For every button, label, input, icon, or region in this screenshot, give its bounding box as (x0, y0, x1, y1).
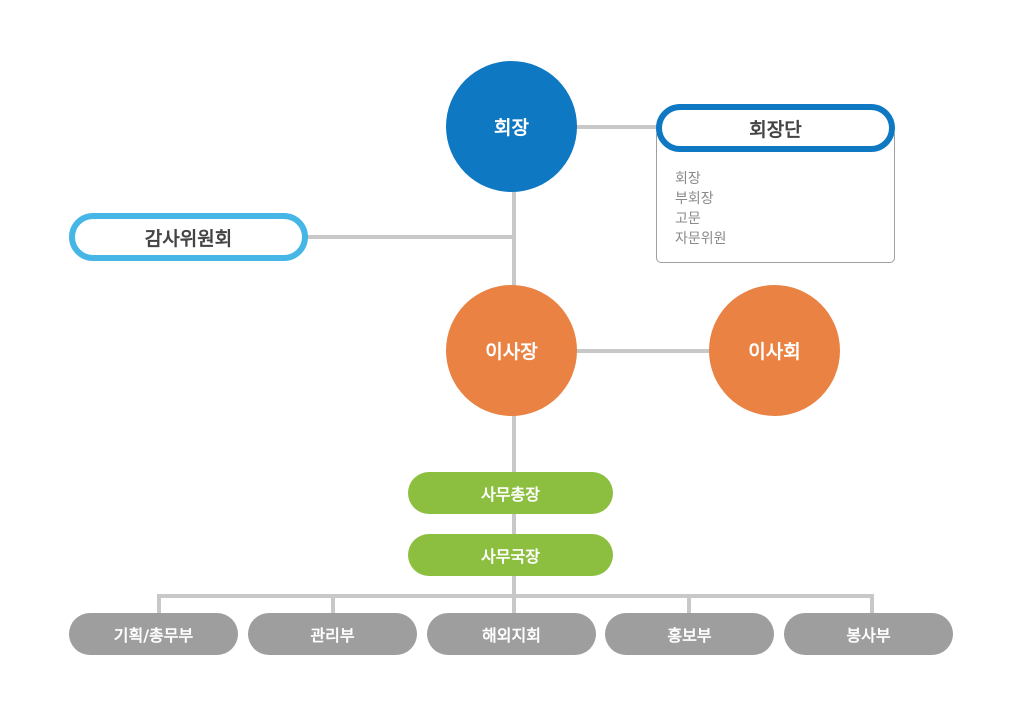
presidency-node: 회장단 (656, 104, 895, 152)
connector-dept-2 (331, 594, 335, 614)
secretariat-director-label: 사무국장 (481, 547, 540, 566)
presidency-member: 회장 (675, 171, 701, 187)
connector-chairman-to-board (576, 349, 710, 353)
presidency-members-list: 회장 부회장 고문 자문위원 (675, 169, 727, 249)
chairman-node: 이사장 (446, 285, 577, 416)
department-public-relations: 홍보부 (605, 613, 774, 655)
secretariat-director-node: 사무국장 (408, 534, 613, 576)
presidency-member: 자문위원 (675, 231, 727, 247)
audit-committee-label: 감사위원회 (144, 227, 233, 250)
president-node: 회장 (446, 61, 577, 192)
presidency-label: 회장단 (749, 118, 802, 141)
secretary-general-label: 사무총장 (481, 485, 540, 504)
department-label: 관리부 (310, 626, 355, 645)
department-management: 관리부 (248, 613, 417, 655)
department-overseas-branch: 해외지회 (427, 613, 596, 655)
president-label: 회장 (494, 117, 529, 139)
board-label: 이사회 (748, 341, 801, 363)
department-label: 봉사부 (846, 626, 891, 645)
connector-dept-5 (870, 594, 874, 614)
department-label: 기획/총무부 (113, 626, 194, 645)
audit-committee-node: 감사위원회 (69, 213, 308, 261)
department-planning-general-affairs: 기획/총무부 (69, 613, 238, 655)
connector-president-to-presidency (576, 125, 658, 129)
chairman-label: 이사장 (485, 341, 538, 363)
secretary-general-node: 사무총장 (408, 472, 613, 514)
presidency-member: 부회장 (675, 191, 714, 207)
department-volunteer: 봉사부 (784, 613, 953, 655)
presidency-members-box: 회장 부회장 고문 자문위원 (656, 130, 895, 263)
connector-chairman-to-secretariat (512, 414, 516, 474)
connector-secretariat-to-departments (512, 574, 516, 596)
department-label: 해외지회 (482, 626, 541, 645)
board-node: 이사회 (709, 285, 840, 416)
connector-audit-committee (306, 235, 514, 239)
connector-dept-1 (157, 594, 161, 614)
connector-main-vertical (512, 190, 516, 286)
department-label: 홍보부 (667, 626, 712, 645)
connector-dept-3 (512, 594, 516, 614)
connector-dept-4 (687, 594, 691, 614)
presidency-member: 고문 (675, 211, 701, 227)
connector-between-green (512, 512, 516, 536)
